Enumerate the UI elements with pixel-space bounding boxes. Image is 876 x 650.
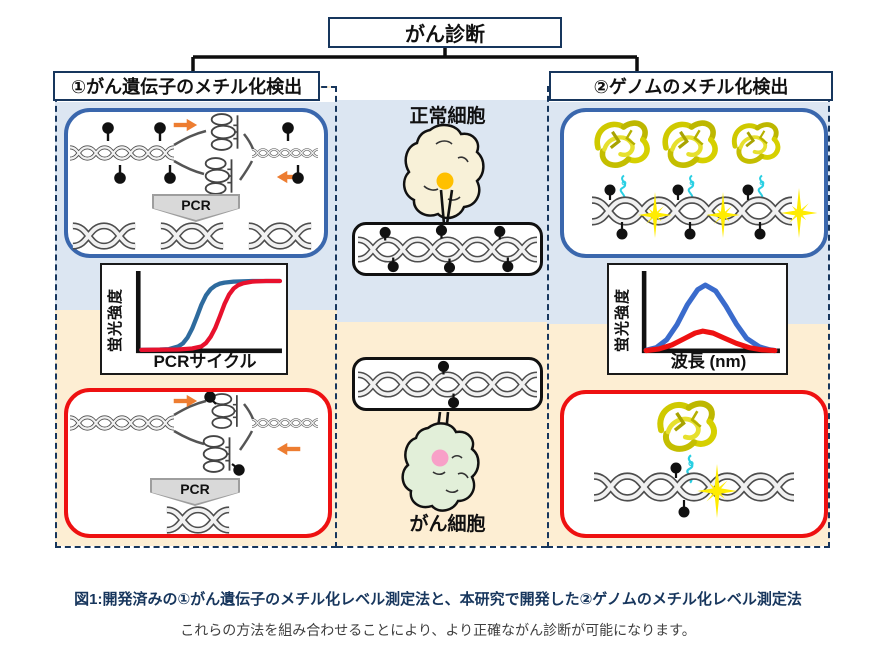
dna-helix: [594, 476, 794, 498]
methyl-marks: [437, 360, 460, 408]
pcr-product-helix: [73, 226, 135, 246]
left-method-header: ①がん遺伝子のメチル化検出: [53, 71, 320, 101]
dna-helix: [252, 149, 318, 156]
normal-cell-dna-box: [352, 222, 543, 276]
pcr-product-helix: [161, 226, 223, 246]
fluorescence-star-icon: [697, 464, 737, 518]
spectrum-chart: [641, 271, 780, 354]
forward-primer-arrow-icon: [174, 119, 197, 131]
dna-helix: [592, 200, 792, 222]
hairpin-probe-icon: [211, 393, 238, 429]
protein-ribbon-icon: [734, 125, 778, 162]
dna-helix: [358, 240, 537, 259]
dna-helix: [70, 417, 174, 428]
low-methylated-genome-helix: [355, 360, 540, 408]
y-axis-label: 蛍光強度: [107, 288, 124, 353]
tree-connector-lines: [191, 48, 639, 72]
methyl-marks: [379, 225, 514, 273]
dna-helix: [252, 419, 318, 426]
fluorescence-star-icon: [780, 188, 818, 238]
left-method-title: ①がん遺伝子のメチル化検出: [70, 77, 303, 97]
dna-helix: [70, 147, 174, 158]
figure-caption-line1: 図1:開発済みの①がん遺伝子のメチル化レベル測定法と、本研究で開発した②ゲノムの…: [74, 591, 802, 608]
amplification-chart-box: 蛍光強度 PCRサイクル: [100, 263, 288, 375]
left-bottom-unmethylated-pcr-panel: PCR: [64, 388, 332, 538]
diagnosis-root-label: がん診断: [405, 24, 485, 46]
curve-red-sigmoid: [139, 278, 283, 352]
diagnosis-root-box: がん診断: [328, 17, 562, 48]
right-method-title: ②ゲノムのメチル化検出: [593, 77, 789, 97]
methyl-marks: [204, 392, 245, 476]
right-bottom-low-methylation-panel: [560, 390, 828, 538]
pcr-label: PCR: [181, 197, 211, 213]
chart-axes: [135, 271, 282, 354]
pcr-label: PCR: [180, 481, 210, 497]
methyl-binding-protein-illustration: [564, 112, 818, 240]
cancer-cell-label: がん細胞: [409, 514, 486, 535]
highly-methylated-genome-helix: [355, 225, 540, 273]
y-axis-label: 蛍光強度: [614, 288, 631, 353]
methyl-marks: [670, 462, 690, 518]
methyl-marks: [102, 122, 304, 184]
reverse-primer-arrow-icon: [277, 443, 300, 455]
right-method-header: ②ゲノムのメチル化検出: [549, 71, 833, 101]
x-axis-label: 波長 (nm): [670, 352, 747, 371]
right-top-genome-methylation-panel: [560, 108, 828, 258]
x-axis-label: PCRサイクル: [153, 352, 257, 371]
methylated-dna-pcr-illustration: [68, 113, 324, 254]
normal-cell-label: 正常細胞: [409, 106, 486, 127]
pcr-product-helix: [249, 226, 311, 246]
curve-blue-sigmoid: [139, 278, 283, 352]
cancer-cell-dna-box: [352, 357, 543, 411]
left-top-methylated-pcr-panel: PCR: [64, 108, 328, 258]
dna-helix: [358, 375, 537, 394]
single-protein-illustration: [564, 394, 824, 518]
amplification-chart: [135, 271, 283, 354]
pcr-product-helix: [167, 510, 229, 530]
hairpin-probe-icon: [204, 157, 233, 195]
curve-red-peak: [643, 328, 778, 354]
hairpin-probe-icon: [202, 435, 231, 473]
middle-cell-column: [337, 86, 547, 548]
replication-bubble-strands: [173, 399, 255, 451]
protein-ribbon-icon: [597, 123, 647, 165]
protein-ribbon-icon: [665, 123, 715, 165]
replication-bubble-strands: [173, 129, 255, 181]
figure-caption-line2: これらの方法を組み合わせることにより、より正確ながん診断が可能になります。: [180, 622, 696, 638]
spectrum-chart-box: 蛍光強度 波長 (nm): [607, 263, 788, 375]
unmethylated-dna-pcr-illustration: [68, 392, 328, 534]
hairpin-probe-icon: [210, 113, 239, 151]
pcr-arrow-banner-fill: PCR: [154, 196, 238, 220]
methyl-marks: [604, 184, 766, 240]
curve-blue-peak: [643, 282, 778, 354]
protein-ribbon-icon: [660, 404, 714, 449]
